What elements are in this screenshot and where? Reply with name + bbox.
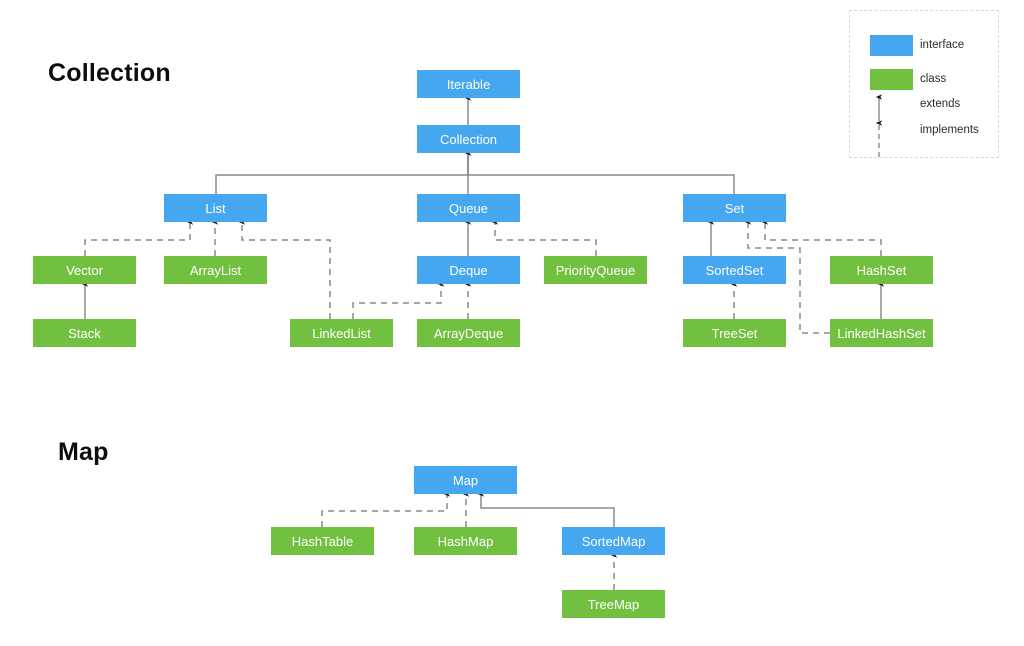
legend-line-layer bbox=[875, 94, 883, 157]
node-label: HashTable bbox=[291, 533, 354, 549]
node-hashset[interactable]: HashSet bbox=[830, 256, 933, 284]
node-label: TreeMap bbox=[587, 596, 640, 612]
node-label: ArrayList bbox=[189, 262, 242, 278]
node-deque[interactable]: Deque bbox=[417, 256, 520, 284]
node-label: List bbox=[205, 200, 226, 216]
node-treeset[interactable]: TreeSet bbox=[683, 319, 786, 347]
node-arraylist[interactable]: ArrayList bbox=[164, 256, 267, 284]
node-iterable[interactable]: Iterable bbox=[417, 70, 520, 98]
edge-linkedhashset-to-set bbox=[744, 219, 830, 334]
node-label: Collection bbox=[439, 131, 498, 147]
node-label: ArrayDeque bbox=[433, 325, 504, 341]
node-sortedmap[interactable]: SortedMap bbox=[562, 527, 665, 555]
node-label: Queue bbox=[448, 200, 489, 216]
node-set[interactable]: Set bbox=[683, 194, 786, 222]
node-label: Iterable bbox=[446, 76, 491, 92]
node-collection[interactable]: Collection bbox=[417, 125, 520, 153]
legend-swatch-class bbox=[870, 69, 913, 90]
section-title-collection: Collection bbox=[48, 59, 171, 87]
node-hashtable[interactable]: HashTable bbox=[271, 527, 374, 555]
legend-row-interface bbox=[870, 35, 913, 56]
legend-row-class bbox=[870, 69, 913, 90]
node-treemap[interactable]: TreeMap bbox=[562, 590, 665, 618]
edge-set-to-collection bbox=[464, 150, 735, 194]
edge-hashtable-to-map bbox=[321, 491, 451, 527]
node-list[interactable]: List bbox=[164, 194, 267, 222]
node-label: SortedSet bbox=[705, 262, 764, 278]
node-linkedhashset[interactable]: LinkedHashSet bbox=[830, 319, 933, 347]
legend-label-class: class bbox=[920, 73, 947, 85]
legend-label-implements: implements bbox=[920, 124, 979, 136]
node-label: HashSet bbox=[856, 262, 907, 278]
node-map[interactable]: Map bbox=[414, 466, 517, 494]
node-label: SortedMap bbox=[581, 533, 646, 549]
node-linkedlist[interactable]: LinkedList bbox=[290, 319, 393, 347]
edge-vector-to-list bbox=[84, 219, 194, 256]
node-label: PriorityQueue bbox=[555, 262, 636, 278]
edge-linkedlist-to-deque bbox=[352, 281, 445, 319]
node-stack[interactable]: Stack bbox=[33, 319, 136, 347]
node-label: Stack bbox=[68, 325, 101, 341]
node-queue[interactable]: Queue bbox=[417, 194, 520, 222]
node-label: LinkedList bbox=[312, 325, 371, 341]
edge-list-to-collection bbox=[215, 150, 472, 194]
node-label: HashMap bbox=[437, 533, 494, 549]
node-label: Deque bbox=[449, 262, 488, 278]
node-priorityqueue[interactable]: PriorityQueue bbox=[544, 256, 647, 284]
edge-sortedmap-to-map bbox=[477, 491, 615, 527]
legend: interface class extends implements bbox=[849, 10, 999, 158]
node-label: TreeSet bbox=[711, 325, 758, 341]
edge-linkedlist-to-list bbox=[238, 219, 331, 319]
node-vector[interactable]: Vector bbox=[33, 256, 136, 284]
node-arraydeque[interactable]: ArrayDeque bbox=[417, 319, 520, 347]
node-label: Set bbox=[724, 200, 745, 216]
section-title-map: Map bbox=[58, 438, 109, 466]
node-hashmap[interactable]: HashMap bbox=[414, 527, 517, 555]
legend-swatch-interface bbox=[870, 35, 913, 56]
edge-hashset-to-set bbox=[761, 219, 882, 256]
node-label: LinkedHashSet bbox=[837, 325, 926, 341]
edge-priorityqueue-to-queue bbox=[491, 219, 597, 256]
node-label: Map bbox=[452, 472, 479, 488]
node-sortedset[interactable]: SortedSet bbox=[683, 256, 786, 284]
node-label: Vector bbox=[66, 262, 103, 278]
legend-label-extends: extends bbox=[920, 98, 961, 110]
legend-label-interface: interface bbox=[920, 39, 965, 51]
